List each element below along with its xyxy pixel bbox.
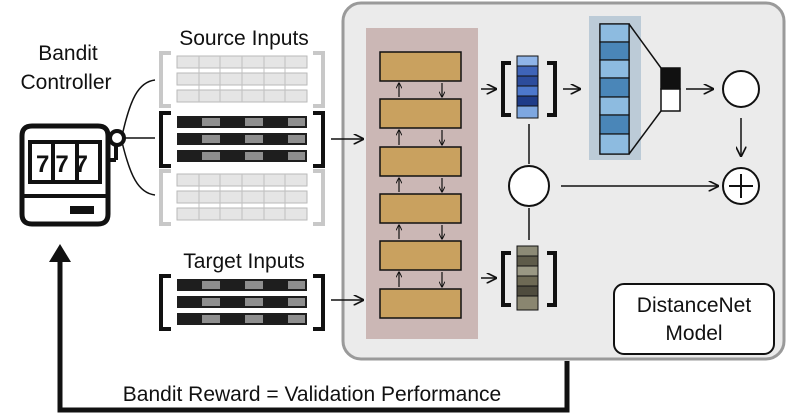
target-input-group (159, 274, 325, 331)
task-loss-circle (722, 70, 760, 108)
classifier-network (589, 16, 681, 160)
encoder-layer (379, 98, 462, 129)
slot-reels: 777 (36, 151, 94, 178)
bandit-controller-label-2: Controller (20, 71, 111, 94)
reward-label-bg (72, 378, 552, 406)
model-label-box (613, 283, 775, 355)
model-label-2: Model (665, 322, 722, 345)
reward-label: Bandit Reward = Validation Performance (123, 383, 501, 406)
distance-circle (508, 165, 550, 207)
reward-arrowhead (49, 244, 71, 262)
source-input-group (159, 169, 325, 226)
source-input-group-selected (159, 111, 325, 168)
encoder-layer (379, 288, 462, 319)
controller-connectors (121, 79, 156, 196)
encoder-layer (379, 240, 462, 271)
source-embedding (501, 55, 557, 119)
reward-feedback-line (57, 248, 570, 413)
source-inputs-label: Source Inputs (179, 27, 309, 50)
encoder-layer (379, 51, 462, 82)
slot-machine-icon: 777 (19, 123, 126, 227)
encoder-stack (379, 51, 462, 319)
target-embedding (501, 245, 557, 311)
encoder-layer (379, 193, 462, 224)
model-label-1: DistanceNet (637, 294, 752, 317)
bandit-controller-label-1: Bandit (38, 42, 98, 65)
target-inputs-label: Target Inputs (183, 250, 304, 273)
source-input-group (159, 51, 325, 108)
plus-circle-icon (722, 167, 760, 205)
encoder-layer (379, 146, 462, 177)
